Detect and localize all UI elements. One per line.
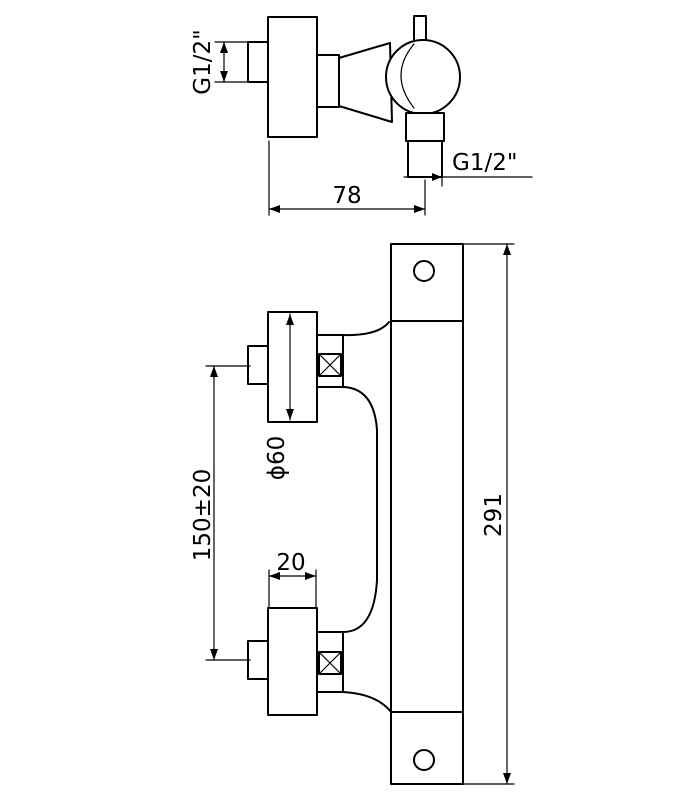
dim-arrow: [269, 205, 280, 213]
dim-inlet-width: 20: [276, 550, 305, 576]
upper-hex-cross: [318, 353, 342, 377]
top-inlet-flange: [267, 16, 318, 138]
top-view: G1/2" G1/2" 78: [190, 15, 533, 216]
dim-outlet-thread: G1/2": [452, 150, 517, 176]
dim-inlet-diameter: ϕ60: [264, 436, 290, 480]
connector-profile: [342, 386, 378, 633]
front-lower-pipe: [247, 640, 269, 680]
dim-arrow: [210, 366, 218, 377]
top-knob-detail: [400, 43, 415, 109]
lower-connector-curve: [342, 691, 392, 713]
front-upper-pipe: [247, 345, 269, 385]
front-main-body: [390, 243, 464, 785]
upper-connector-curve: [342, 321, 390, 337]
dim-arrow: [503, 773, 511, 784]
dim-total-height: 291: [481, 493, 507, 537]
top-outlet-nut: [405, 112, 445, 142]
lower-hex-cross: [318, 651, 342, 675]
top-thermostat-knob: [385, 39, 461, 115]
top-inlet-pipe: [247, 41, 269, 83]
front-lower-flange: [267, 607, 318, 716]
front-view: ϕ60 150±20 20 291: [190, 243, 515, 785]
dim-arrow: [269, 572, 280, 580]
front-upper-flange: [267, 311, 318, 423]
dim-arrow: [503, 244, 511, 255]
dim-inlet-spacing: 150±20: [190, 469, 216, 561]
dim-arrow: [432, 173, 442, 181]
top-connector-neck: [316, 54, 340, 108]
dim-arrow: [220, 42, 228, 53]
dim-arrow: [220, 71, 228, 82]
dim-inlet-thread-top: G1/2": [190, 29, 216, 94]
lower-cap-hole: [413, 749, 435, 771]
dim-arrow: [210, 649, 218, 660]
top-outlet-stub: [407, 140, 443, 178]
dim-arrow: [286, 409, 294, 420]
top-body-taper: [338, 42, 393, 123]
dim-depth: 78: [332, 183, 361, 209]
upper-cap-hole: [413, 260, 435, 282]
dim-arrow: [305, 572, 316, 580]
dim-arrow: [414, 205, 425, 213]
dim-arrow: [286, 314, 294, 325]
